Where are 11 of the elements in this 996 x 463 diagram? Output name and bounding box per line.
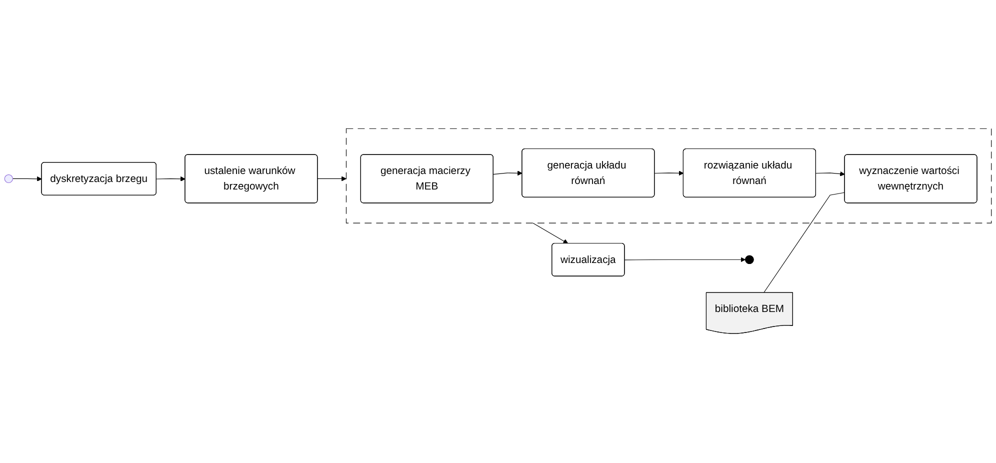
arrow	[493, 171, 522, 176]
arrow	[156, 176, 186, 182]
arrow	[12, 176, 42, 182]
node-circle	[4, 174, 13, 184]
arrow	[624, 258, 746, 263]
arrow	[654, 171, 684, 176]
arrow	[532, 223, 568, 244]
cluster	[346, 128, 992, 224]
connector	[763, 192, 846, 294]
arrow	[816, 172, 845, 177]
arrow	[317, 176, 346, 182]
